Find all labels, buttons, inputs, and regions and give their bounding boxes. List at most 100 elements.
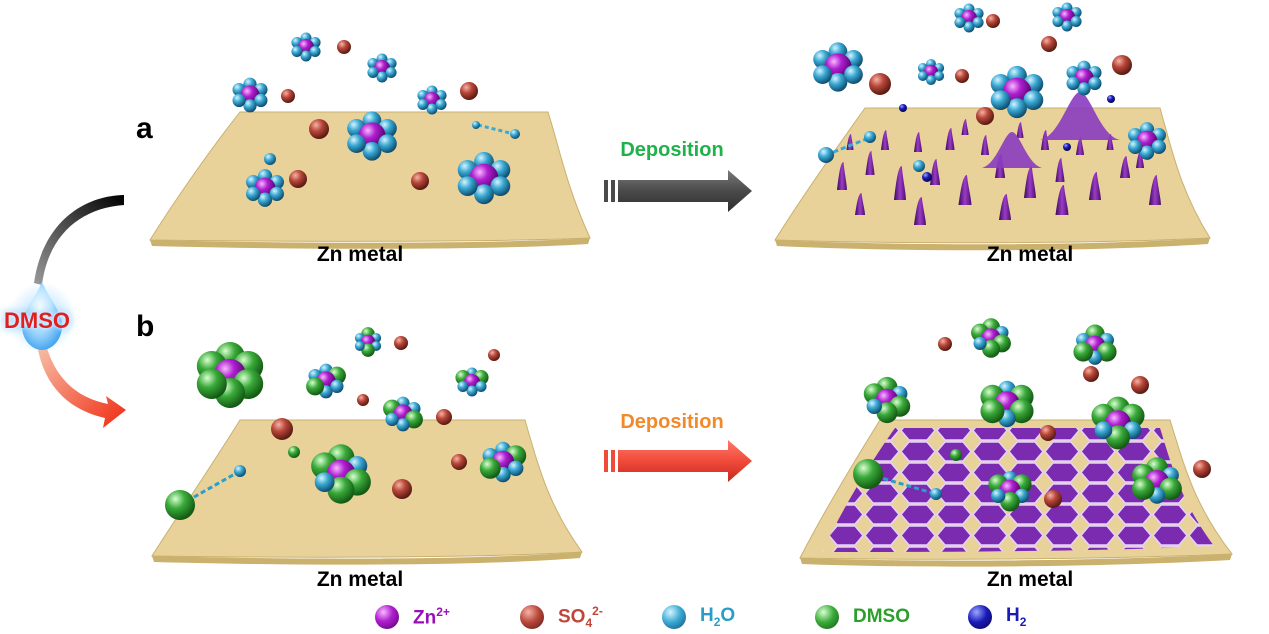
zn-dendrite xyxy=(1149,175,1161,205)
dmso-molecule xyxy=(1073,342,1093,362)
dmso-sphere-icon xyxy=(815,605,839,629)
zn-metal-slab xyxy=(149,111,591,242)
zn-protrusion xyxy=(1040,92,1120,140)
legend-item: DMSO xyxy=(815,602,910,632)
zn-dendrite xyxy=(999,194,1011,220)
water-molecule xyxy=(347,134,366,153)
sulfate-ion xyxy=(1083,366,1099,382)
sulfate-ion xyxy=(337,40,351,54)
zn-dendrite xyxy=(945,128,955,150)
sulfate-ion xyxy=(1131,376,1149,394)
solvated-zn-cluster xyxy=(1052,2,1082,32)
solvated-species xyxy=(165,2,1211,520)
deposition-arrow-a xyxy=(604,170,752,212)
dmso-addition-arrow xyxy=(8,195,126,428)
sulfate-ion xyxy=(394,336,408,350)
dmso-molecule xyxy=(980,399,1005,424)
water-molecule xyxy=(466,385,478,397)
sulfate-ion xyxy=(1041,36,1057,52)
water-molecule xyxy=(475,381,487,392)
hydrogen-molecule xyxy=(899,104,907,112)
zn-dendrites xyxy=(837,92,1161,225)
deposition-arrow-b xyxy=(604,440,752,482)
sulfate-ion xyxy=(309,119,329,139)
water-molecule xyxy=(1023,90,1044,110)
sulfate-ion xyxy=(1044,490,1062,508)
water-molecule xyxy=(254,93,268,107)
water-molecule xyxy=(269,186,284,202)
water-molecule xyxy=(376,71,388,83)
solvated-zn-cluster xyxy=(306,363,346,399)
zn-dendrite xyxy=(930,159,940,185)
water-molecule xyxy=(264,153,276,165)
solvated-zn-cluster xyxy=(367,53,397,83)
hydrogen-molecule xyxy=(1063,143,1071,151)
water-molecule xyxy=(314,472,335,492)
water-molecule xyxy=(1139,145,1155,160)
panel-label-a: a xyxy=(136,112,153,145)
deposition-label-b: Deposition xyxy=(620,411,724,433)
water-molecule xyxy=(472,121,480,129)
water-molecule xyxy=(300,50,312,62)
water-molecule xyxy=(385,67,397,78)
legend-label: Zn2+ xyxy=(413,604,450,629)
zn-dendrite xyxy=(1055,185,1069,215)
sulfate-ion xyxy=(869,73,891,95)
zn-metal-label-a-left: Zn metal xyxy=(316,243,404,266)
desolvation-path xyxy=(477,123,515,136)
sulfate-ion xyxy=(451,454,467,470)
dmso-molecule xyxy=(306,377,325,396)
zn-dendrite xyxy=(1024,166,1036,198)
legend-label: DMSO xyxy=(853,606,910,627)
water-molecule xyxy=(385,412,399,426)
panel-b-initial xyxy=(151,419,583,565)
dmso-molecule xyxy=(950,449,962,461)
zn-dendrite xyxy=(1016,122,1024,138)
hydrogen-molecule xyxy=(1107,95,1115,103)
sulfate-ion xyxy=(1193,460,1211,478)
water-molecule xyxy=(1061,20,1073,32)
dmso-molecule xyxy=(165,490,195,520)
hydrogen-molecule xyxy=(922,172,932,182)
zn-dendrite xyxy=(1120,156,1130,178)
sulfate-ion xyxy=(976,107,994,125)
water-molecule xyxy=(510,129,520,139)
water-molecule xyxy=(234,465,246,477)
sulfate-ion xyxy=(411,172,429,190)
solvated-zn-cluster xyxy=(990,65,1044,119)
panel-a-deposited xyxy=(774,92,1211,251)
legend-label: SO42- xyxy=(558,603,603,631)
water-molecule xyxy=(1077,82,1091,96)
solvated-zn-cluster xyxy=(1132,457,1182,504)
water-molecule xyxy=(1094,421,1113,440)
water-molecule xyxy=(417,99,429,110)
solvated-zn-cluster xyxy=(917,58,945,86)
solvated-zn-cluster xyxy=(246,169,284,207)
solvated-zn-cluster xyxy=(971,318,1011,358)
solvated-zn-cluster xyxy=(1073,324,1117,365)
zn-metal-label-b-left: Zn metal xyxy=(316,568,404,591)
solvated-zn-cluster xyxy=(479,441,527,483)
water-molecule xyxy=(917,71,928,82)
sulfate-ion xyxy=(281,89,295,103)
water-molecule xyxy=(426,103,438,115)
water-molecule xyxy=(991,488,1006,503)
water-sphere-icon xyxy=(662,605,686,629)
solvated-zn-cluster xyxy=(457,151,511,205)
water-molecule xyxy=(913,160,925,172)
sulfate-ion xyxy=(1040,425,1056,441)
water-molecule xyxy=(1070,16,1082,27)
water-molecule xyxy=(367,67,379,78)
sulfate-ion xyxy=(986,14,1000,28)
dmso-molecule xyxy=(288,446,300,458)
sulfate-ion xyxy=(357,394,369,406)
zn-dendrite xyxy=(914,132,922,152)
zn-dendrite xyxy=(1076,137,1084,155)
legend-item: SO42- xyxy=(520,602,603,632)
water-molecule xyxy=(930,488,942,500)
water-molecule xyxy=(1066,76,1080,90)
water-drop-icon xyxy=(22,282,62,350)
water-molecule xyxy=(1007,98,1027,119)
legend-label: H2 xyxy=(1006,605,1027,629)
solvated-zn-cluster xyxy=(232,77,268,113)
